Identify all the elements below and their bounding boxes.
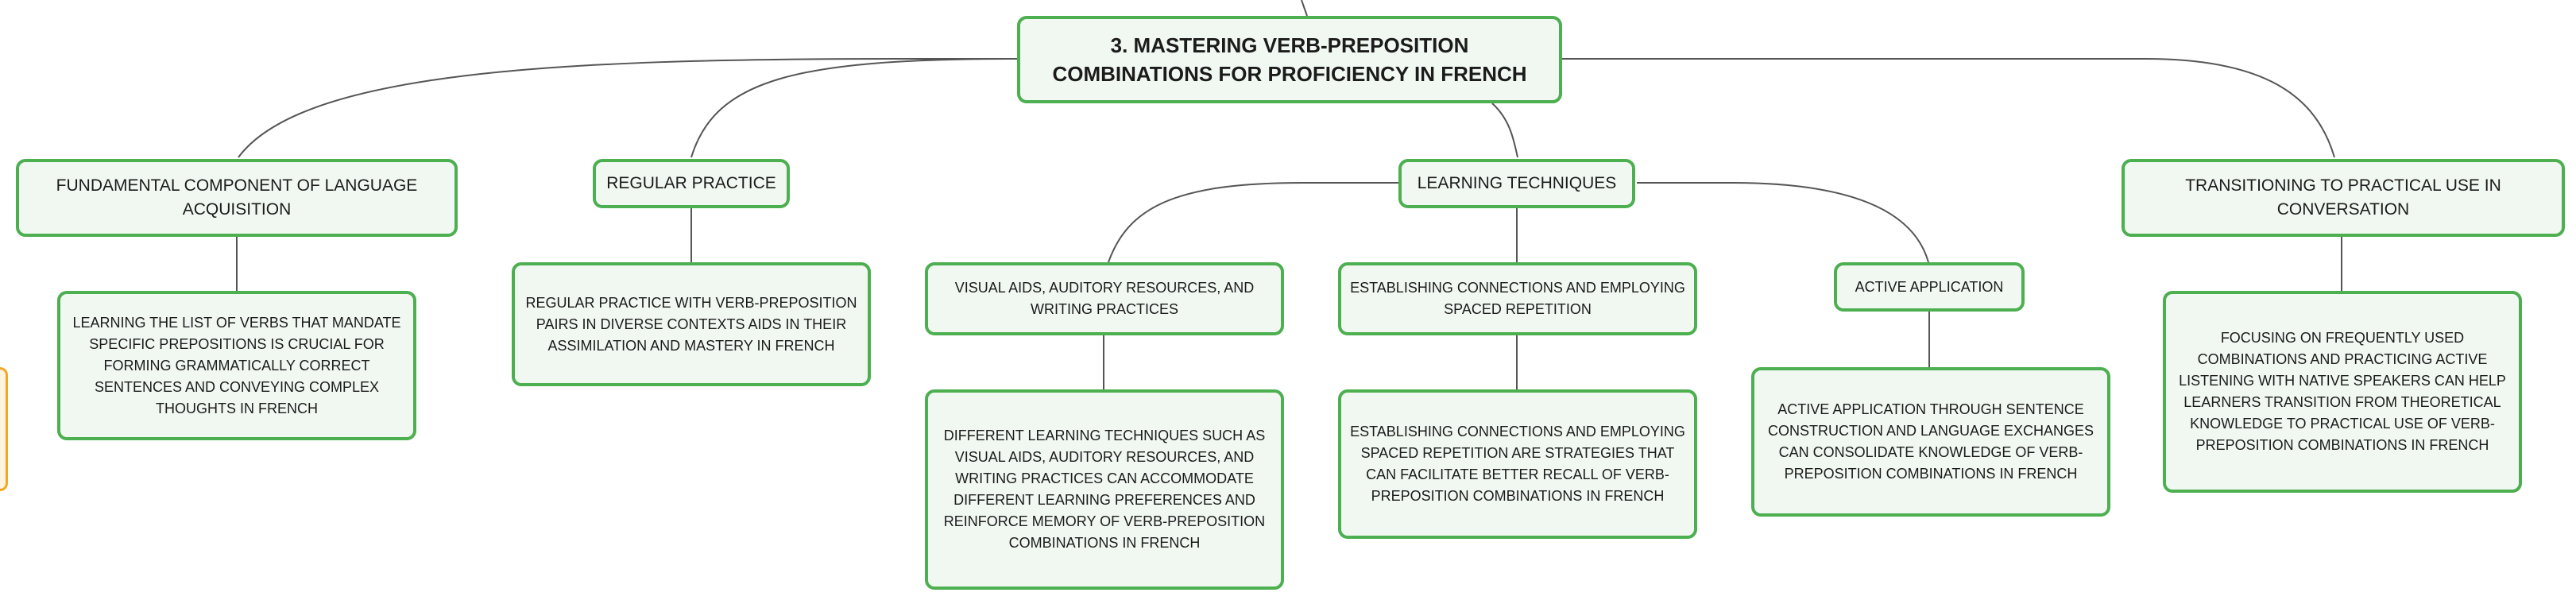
subtopic-transition-detail[interactable]: Focusing on frequently used combinations… bbox=[2163, 291, 2522, 493]
subtopic-visual-aids[interactable]: Visual aids, auditory resources, and wri… bbox=[925, 262, 1284, 335]
subtopic-active-application-detail[interactable]: Active application through sentence cons… bbox=[1751, 367, 2110, 517]
connector-root-top bbox=[1301, 0, 1308, 17]
subtopic-visual-aids-label: Visual aids, auditory resources, and wri… bbox=[954, 280, 1255, 317]
topic-fundamental-component-label: Fundamental Component of Language Acquis… bbox=[56, 176, 418, 219]
subtopic-spaced-repetition-detail[interactable]: Establishing connections and employing s… bbox=[1338, 389, 1697, 539]
subtopic-fundamental-detail-label: Learning the list of verbs that mandate … bbox=[72, 314, 401, 416]
connector-root-fundamental bbox=[238, 58, 1017, 158]
topic-regular-practice-label: Regular Practice bbox=[606, 173, 776, 192]
subtopic-spaced-repetition-label: Establishing connections and employing s… bbox=[1350, 280, 1685, 317]
topic-learning-techniques[interactable]: Learning Techniques bbox=[1398, 159, 1635, 208]
topic-regular-practice[interactable]: Regular Practice bbox=[593, 159, 790, 208]
subtopic-active-application-detail-label: Active application through sentence cons… bbox=[1767, 401, 2094, 482]
subtopic-fundamental-detail[interactable]: Learning the list of verbs that mandate … bbox=[57, 291, 416, 440]
connector-techniques-active bbox=[1637, 182, 1929, 263]
subtopic-visual-aids-detail-label: Different learning techniques such as vi… bbox=[943, 428, 1266, 551]
topic-learning-techniques-label: Learning Techniques bbox=[1417, 173, 1617, 192]
root-topic[interactable]: 3. Mastering Verb-Preposition Combinatio… bbox=[1017, 16, 1562, 103]
topic-transitioning-practical-use[interactable]: Transitioning to practical use in conver… bbox=[2122, 159, 2565, 237]
connector-root-transition bbox=[1561, 58, 2335, 158]
subtopic-transition-detail-label: Focusing on frequently used combinations… bbox=[2179, 330, 2506, 453]
subtopic-practice-detail-label: Regular practice with verb-preposition p… bbox=[525, 294, 857, 354]
subtopic-visual-aids-detail[interactable]: Different learning techniques such as vi… bbox=[925, 389, 1284, 590]
topic-transitioning-practical-use-label: Transitioning to practical use in conver… bbox=[2185, 176, 2501, 219]
collapsed-side-panel[interactable] bbox=[0, 367, 8, 491]
connector-root-practice bbox=[690, 58, 1018, 158]
root-topic-label: 3. Mastering Verb-Preposition Combinatio… bbox=[1052, 33, 1527, 86]
subtopic-spaced-repetition[interactable]: Establishing connections and employing s… bbox=[1338, 262, 1697, 335]
subtopic-active-application-label: Active Application bbox=[1855, 278, 2004, 295]
connector-root-techniques bbox=[1491, 103, 1518, 158]
subtopic-active-application[interactable]: Active Application bbox=[1834, 262, 2025, 312]
topic-fundamental-component[interactable]: Fundamental Component of Language Acquis… bbox=[16, 159, 458, 237]
subtopic-practice-detail[interactable]: Regular practice with verb-preposition p… bbox=[512, 262, 871, 386]
subtopic-spaced-repetition-detail-label: Establishing connections and employing s… bbox=[1350, 424, 1685, 504]
connector-techniques-visual bbox=[1108, 182, 1398, 263]
